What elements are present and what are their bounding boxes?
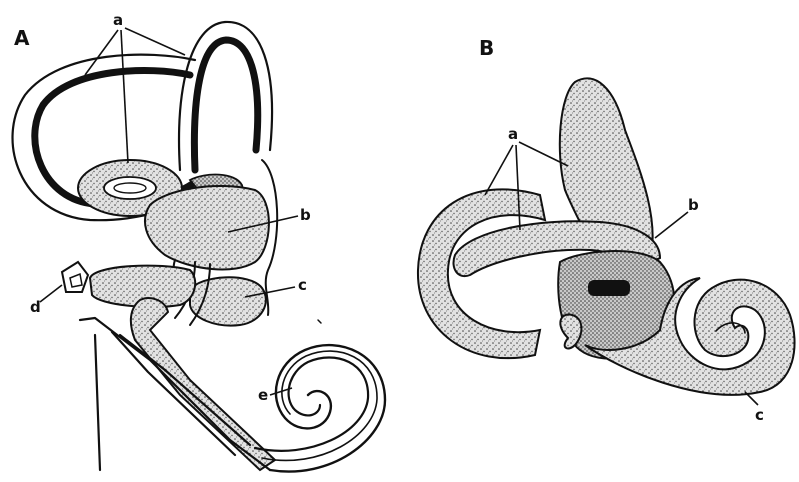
b-dark-structure [588,280,630,296]
label-b-c-cochlea: c [755,406,764,424]
leader-a-3 [125,28,185,55]
label-b-utricle: b [300,206,311,224]
cochlear-duct-membranous [131,298,275,470]
label-c-saccule: c [298,276,307,294]
leader-a-1 [85,30,118,75]
leader-d [40,285,62,302]
label-b-b-utricle: b [688,196,699,214]
cochlea-spiral-inner [255,358,368,451]
b-posterior-canal [418,189,545,358]
label-b-a-canals: a [508,125,518,143]
panel-a-drawing [13,22,385,472]
panel-label-b: B [479,36,494,60]
leader-b-a-2 [516,145,520,230]
label-e-cochlea: e [258,386,268,404]
label-d-oval-window: d [30,298,41,316]
panel-b-drawing [418,78,795,394]
utricle [145,186,269,269]
leader-b-b [655,212,688,238]
label-a-canals: a [113,11,123,29]
saccule [190,277,266,325]
stapes [62,262,88,292]
panel-label-a: A [14,26,30,50]
leader-b-a-1 [485,145,513,195]
leader-a-2 [121,30,128,163]
